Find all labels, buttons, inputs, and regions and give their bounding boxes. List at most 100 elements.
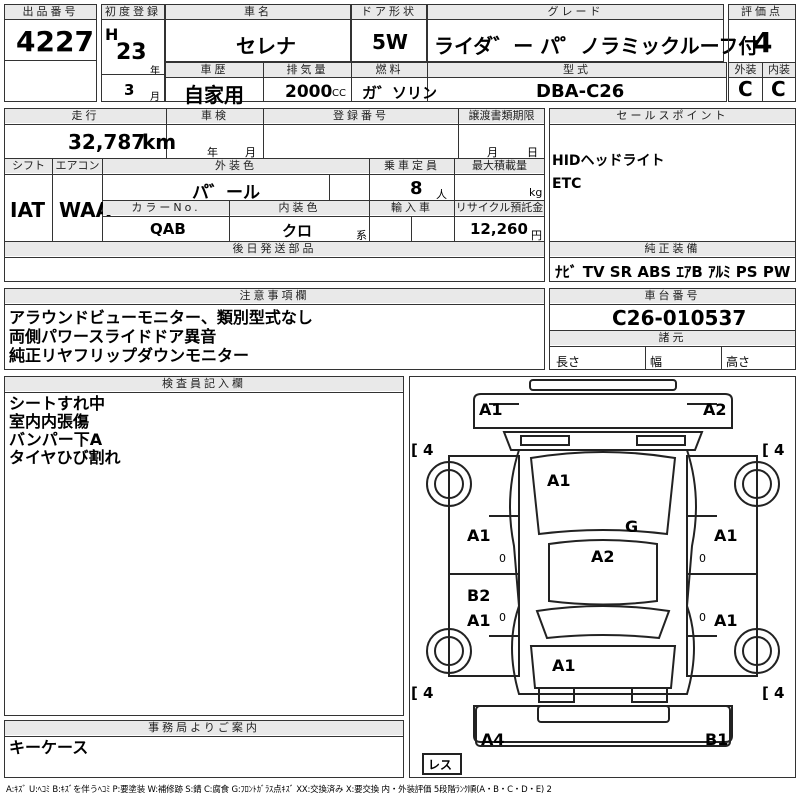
disp-label: 排気量 <box>264 63 351 77</box>
score-label: 評価点 <box>729 5 795 19</box>
spare-tire-label: レス <box>428 758 452 772</box>
capacity: 8 <box>410 178 423 199</box>
sales-label: セールスポイント <box>550 109 795 123</box>
height-label: 高さ <box>726 355 751 369</box>
damage-mark-rear: A1 <box>552 656 576 675</box>
ext-label: 外装 <box>729 63 762 77</box>
grade-box <box>427 4 724 62</box>
sales-box <box>549 108 796 282</box>
damage-mark-glass: G <box>625 517 638 536</box>
damage-mark-left-rear-b: B2 <box>467 586 490 605</box>
diagram-box <box>409 376 796 778</box>
capacity-unit: 人 <box>436 188 447 201</box>
inspector-line-1: シートすれ中 <box>9 395 106 413</box>
disp-unit: CC <box>332 88 346 99</box>
inspector-box <box>4 376 404 716</box>
equip-label: 純正装備 <box>550 242 795 256</box>
damage-mark-left-front-door: A1 <box>467 526 491 545</box>
fuel: ガ゛ソリン <box>362 84 438 102</box>
tire-front-right: 4 <box>774 441 784 459</box>
sales-line-2: ETC <box>552 176 582 192</box>
recycle-fee: 12,260 <box>470 220 528 238</box>
chassis-label: 車台番号 <box>550 289 795 303</box>
tire-rear-left: 4 <box>423 684 433 702</box>
mileage-label: 走行 <box>5 109 166 123</box>
model: DBA-C26 <box>536 81 625 102</box>
damage-mark-left-rear-a: A1 <box>467 611 491 630</box>
ac-label: エアコン <box>53 159 102 173</box>
fuel-label: 燃料 <box>352 63 427 77</box>
note-line-2: 両側パワースライドドア異音 <box>9 328 217 346</box>
svg-text:[: [ <box>762 441 769 459</box>
int-color-suffix: 系 <box>356 229 367 242</box>
transfer-day-unit: 日 <box>527 146 538 159</box>
recycle-label: リサイクル預託金 <box>455 201 544 215</box>
inspection-label: 車検 <box>167 109 263 123</box>
zero-left-rear: 0 <box>499 611 506 624</box>
int-color-label: 内装色 <box>230 201 369 215</box>
length-label: 長さ <box>556 355 581 369</box>
office-box <box>4 720 404 778</box>
import-label: 輸入車 <box>370 201 454 215</box>
info-box <box>4 108 545 282</box>
load-label: 最大積載量 <box>455 159 544 173</box>
notes-box <box>4 288 545 370</box>
car-name-label: 車名 <box>166 5 350 19</box>
svg-text:[: [ <box>411 441 418 459</box>
note-line-3: 純正リヤフリップダウンモニター <box>9 347 250 365</box>
color-no-label: カラーNo. <box>103 201 229 215</box>
grade-label: グレード <box>428 5 723 19</box>
damage-mark-front-right: A2 <box>703 400 727 419</box>
shift-label: シフト <box>5 159 52 173</box>
color-label: 外装色 <box>103 159 369 173</box>
damage-mark-roof: A2 <box>591 547 615 566</box>
history-box <box>165 62 727 102</box>
ext-grade: C <box>738 77 753 101</box>
ac: WAA <box>59 198 112 222</box>
transfer-label: 譲渡書類期限 <box>459 109 544 123</box>
lot-number: 4227 <box>16 25 94 58</box>
office-label: 事務局よりご案内 <box>5 721 403 735</box>
inspector-line-4: タイヤひび割れ <box>9 449 121 467</box>
model-label: 型式 <box>428 63 726 77</box>
damage-mark-hood: A1 <box>547 471 571 490</box>
reg-month: 3 <box>124 81 135 99</box>
tire-front-left: 4 <box>423 441 433 459</box>
displacement: 2000 <box>285 82 333 102</box>
lot-label: 出品番号 <box>5 5 96 19</box>
insp-month-unit: 月 <box>245 146 256 159</box>
svg-text:[: [ <box>411 684 418 702</box>
chassis-box <box>549 288 796 370</box>
damage-mark-right-front-door: A1 <box>714 526 738 545</box>
sales-line-1: HIDヘッドライト <box>552 153 665 169</box>
load-unit: kg <box>529 186 543 199</box>
damage-mark-right-rear: A1 <box>714 611 738 630</box>
zero-right-rear: 0 <box>699 611 706 624</box>
int-label: 内装 <box>763 63 795 77</box>
int-color: クロ <box>282 222 313 240</box>
inspector-line-3: バンパー下A <box>9 431 103 449</box>
later-parts-label: 後日発送部品 <box>5 242 544 256</box>
history: 自家用 <box>184 83 244 107</box>
reg-year: 23 <box>116 40 147 65</box>
inspector-label: 検査員記入欄 <box>5 377 403 391</box>
capacity-label: 乗車定員 <box>370 159 454 173</box>
reg-no-label: 登録番号 <box>264 109 458 123</box>
mileage: 32,787 <box>68 130 146 154</box>
tire-rear-right: 4 <box>774 684 784 702</box>
notes-label: 注意事項欄 <box>5 289 544 303</box>
lot-box <box>4 4 97 102</box>
history-label: 車歴 <box>166 63 263 77</box>
grade: ライダ゛ー パ゜ノラミックルーフ付 <box>434 34 759 58</box>
svg-text:[: [ <box>762 684 769 702</box>
era: H <box>105 25 119 44</box>
zero-right-front: 0 <box>699 552 706 565</box>
shift: IAT <box>10 198 46 222</box>
damage-mark-rear-right: B1 <box>705 730 728 749</box>
legend: A:ｷｽﾞ U:ﾍｺﾐ B:ｷｽﾞを伴うﾍｺﾐ P:要塗装 W:補修跡 S:錆 … <box>6 785 552 795</box>
year-unit: 年 <box>150 66 160 77</box>
chassis-number: C26-010537 <box>612 306 747 330</box>
door-type: 5W <box>372 30 408 54</box>
recycle-unit: 円 <box>531 229 542 242</box>
door-box <box>351 4 427 62</box>
